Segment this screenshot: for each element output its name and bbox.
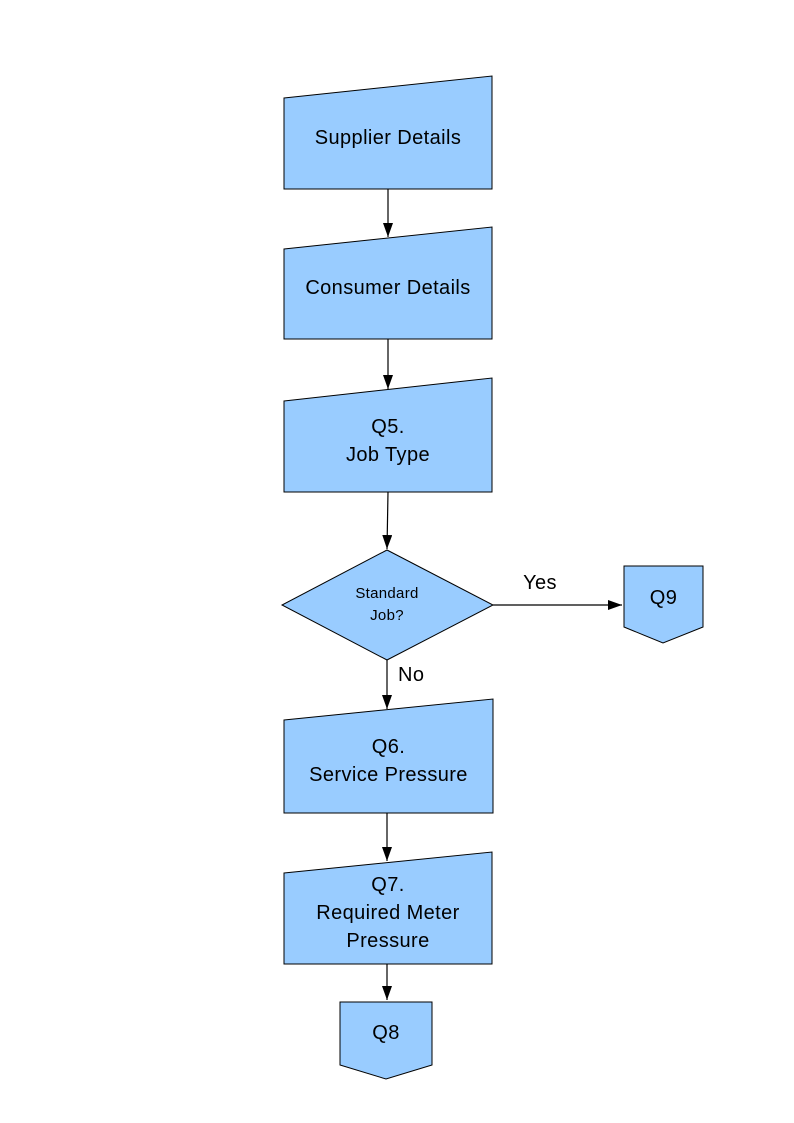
node-shape-q7-required-meter-pressure — [283, 851, 493, 965]
node-shape-q5-job-type — [283, 377, 493, 493]
node-shape-consumer-details — [283, 226, 493, 340]
node-shape-supplier-details — [283, 75, 493, 190]
node-shape-q9 — [623, 565, 704, 644]
node-label-q9: Q9 — [649, 587, 678, 609]
node-label-standard-job-decision: Standard Job? — [355, 585, 419, 624]
node-label-q7-required-meter-pressure: Q7. Required Meter Pressure — [316, 873, 460, 952]
node-shape-q6-service-pressure — [283, 698, 494, 814]
edge-q5-to-decision — [382, 491, 393, 550]
node-label-supplier-details: Supplier Details — [314, 127, 462, 149]
node-label-consumer-details: Consumer Details — [305, 277, 471, 299]
node-label-q8: Q8 — [372, 1022, 400, 1044]
edge-label-yes: Yes — [523, 572, 557, 594]
node-label-q6-service-pressure: Q6. Service Pressure — [309, 736, 468, 786]
edge-label-no: No — [398, 664, 425, 686]
node-shape-q8 — [339, 1001, 433, 1080]
node-label-q5-job-type: Q5. Job Type — [345, 415, 430, 466]
